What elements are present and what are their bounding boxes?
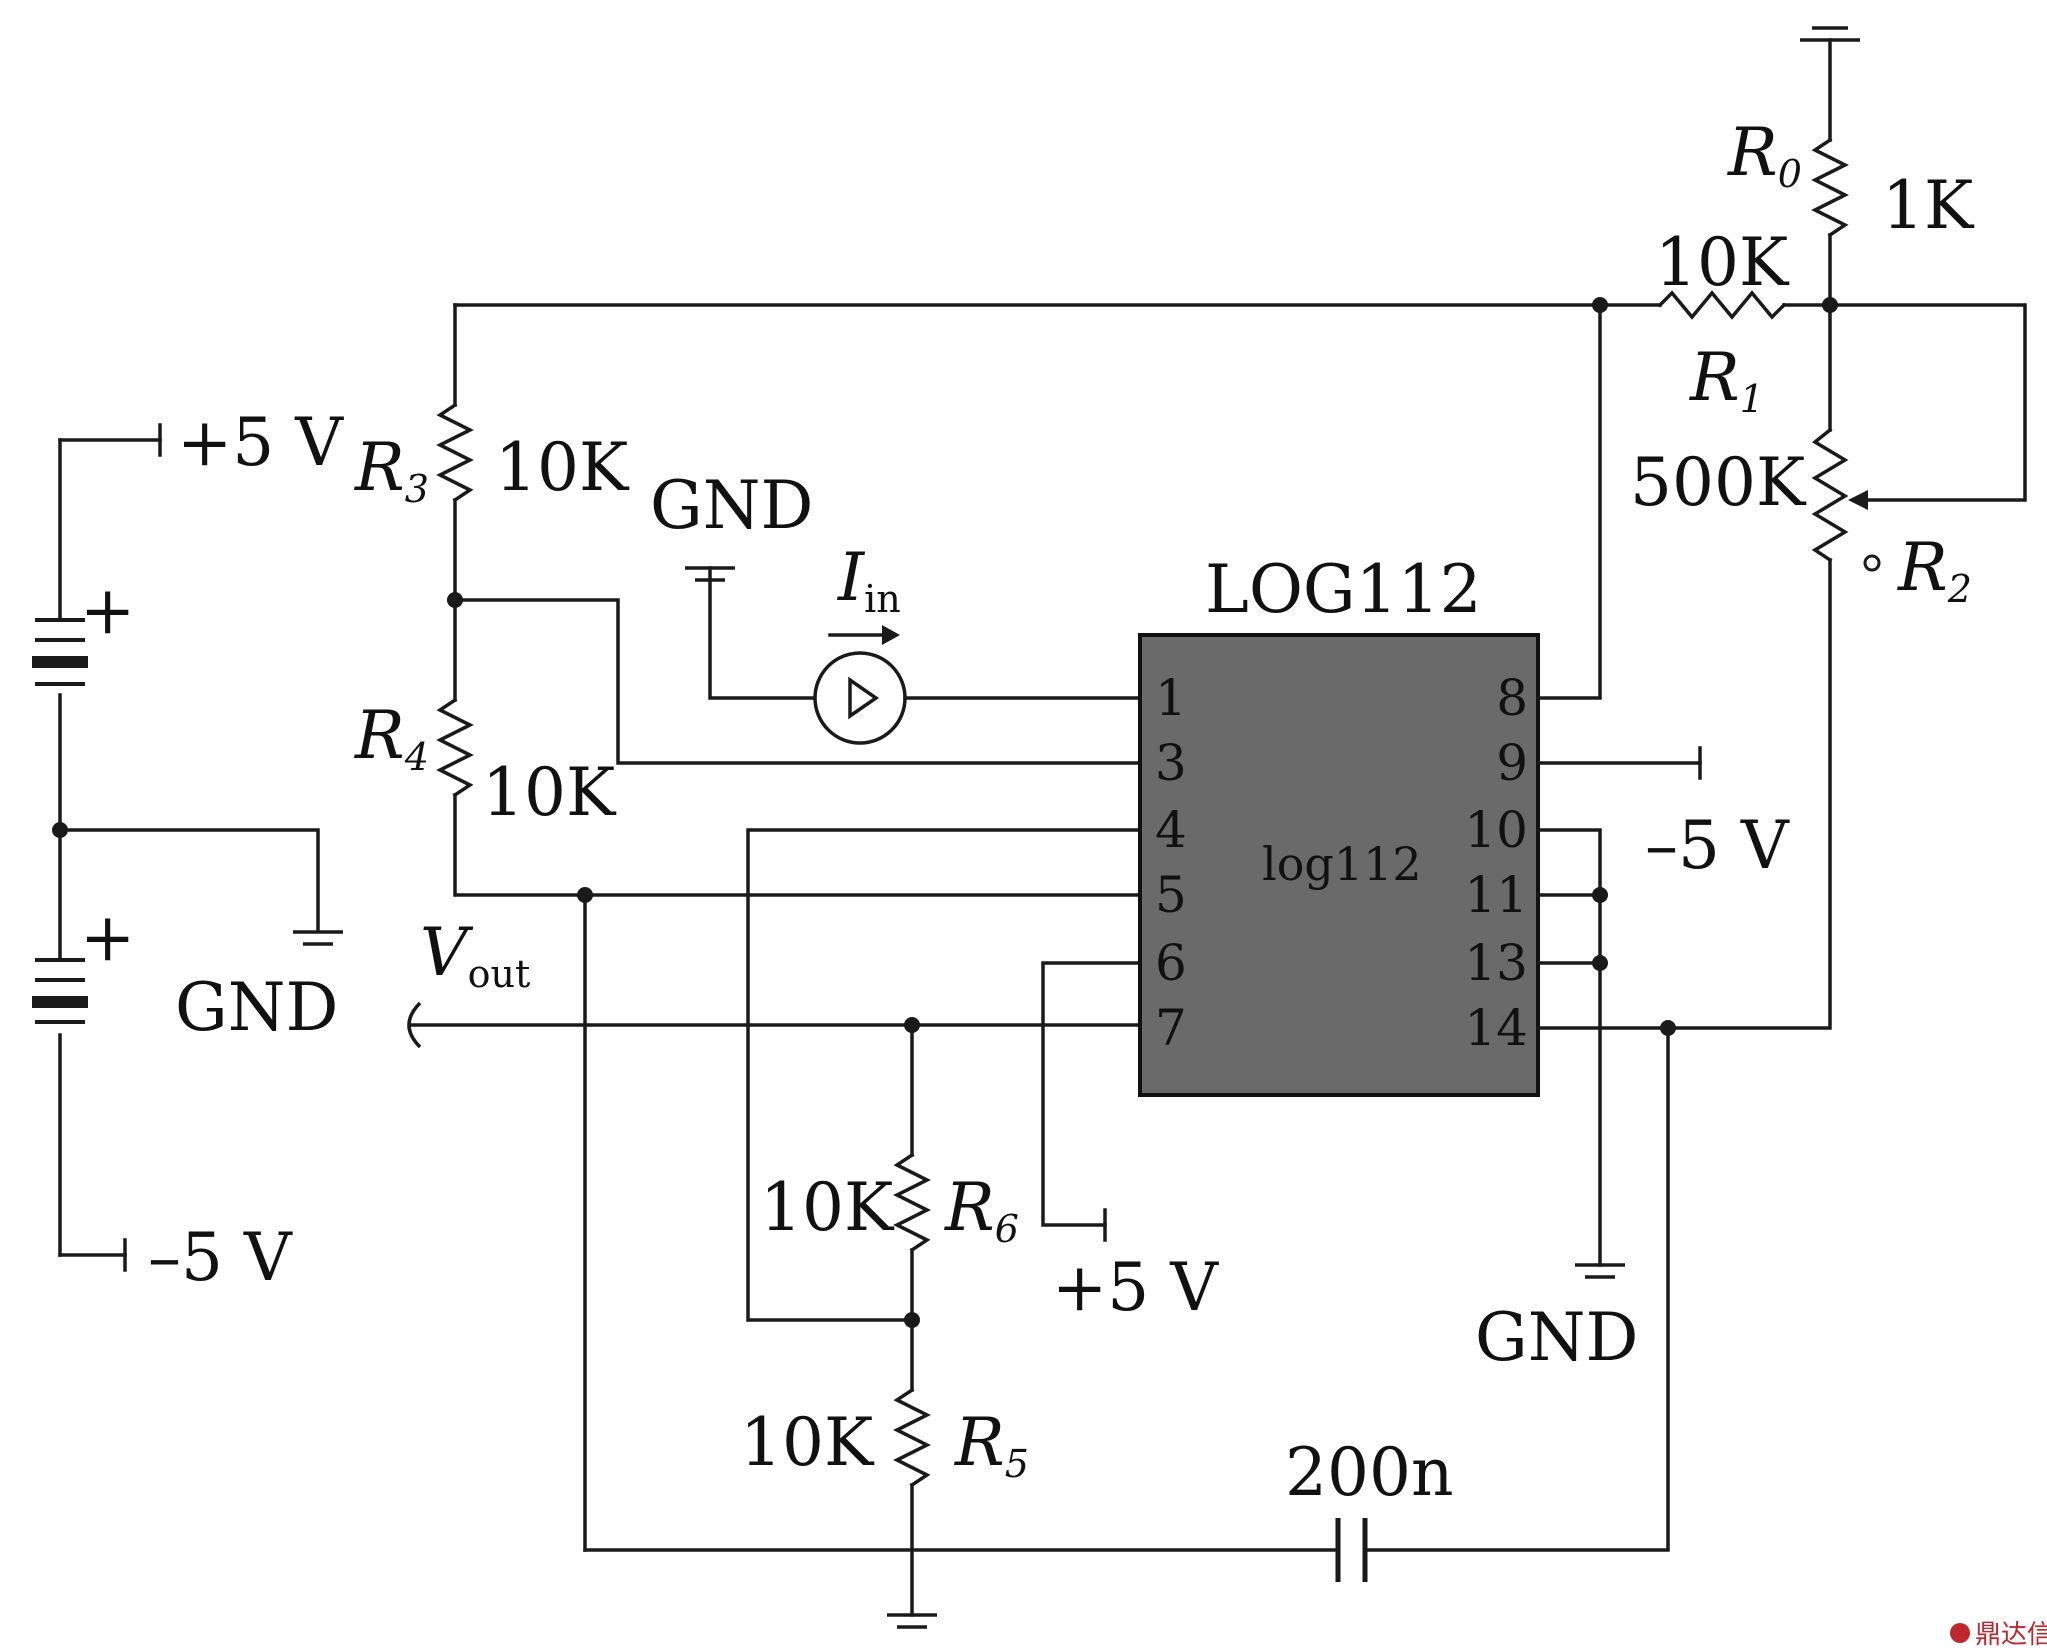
current-source <box>685 566 1142 745</box>
r1-value: 10K <box>1655 224 1790 301</box>
pin-10: 10 <box>1464 801 1528 859</box>
minus5v-right-label: –5 V <box>1645 807 1790 884</box>
r2-value: 500K <box>1630 444 1807 521</box>
gnd-right-label: GND <box>1475 1299 1638 1376</box>
r2-potentiometer <box>1811 427 1849 563</box>
plus-sign-bottom: + <box>80 899 135 976</box>
r4-value: 10K <box>482 754 617 831</box>
pin-6: 6 <box>1155 934 1187 992</box>
plus-sign-top: + <box>80 572 135 649</box>
gnd-left-label: GND <box>175 969 338 1046</box>
iin-label: Iin <box>837 539 901 621</box>
r3-resistor <box>436 402 474 503</box>
r3-label: R3 <box>354 429 429 511</box>
r6-value: 10K <box>760 1169 895 1246</box>
watermark-text: 鼎达信 <box>1975 1620 2047 1650</box>
battery-supply <box>32 423 343 1272</box>
r5-label: R5 <box>954 1404 1029 1486</box>
pin-4: 4 <box>1155 801 1187 859</box>
log112-ic <box>1138 633 1540 1097</box>
pin-8: 8 <box>1496 669 1528 727</box>
r4-label: R4 <box>354 697 429 779</box>
r4-resistor <box>436 697 474 798</box>
pin-9: 9 <box>1496 734 1528 792</box>
vout-label: Vout <box>420 914 530 996</box>
watermark-logo: 鼎达信 <box>1950 1620 2047 1650</box>
capacitor-200n <box>583 1026 1670 1582</box>
r0-label: R0 <box>1727 114 1802 196</box>
pin-1: 1 <box>1155 669 1187 727</box>
r0-resistor <box>1811 137 1849 238</box>
pin-7: 7 <box>1155 999 1187 1057</box>
r5-resistor <box>893 1387 931 1488</box>
cap-value: 200n <box>1285 1434 1453 1511</box>
plus5v-bottom-label: +5 V <box>1052 1249 1219 1326</box>
minus5v-left-label: –5 V <box>148 1219 293 1296</box>
plus5v-left-label: +5 V <box>177 404 344 481</box>
r1-label: R1 <box>1689 339 1764 421</box>
r0-value: 1K <box>1882 167 1975 244</box>
pin-11: 11 <box>1464 866 1528 924</box>
r6-resistor <box>893 1152 931 1253</box>
r5-value: 10K <box>740 1404 875 1481</box>
r5-r6-network <box>407 828 1142 1629</box>
r6-label: R6 <box>944 1169 1019 1251</box>
pin-14: 14 <box>1464 999 1528 1057</box>
pin-13: 13 <box>1464 934 1528 992</box>
gnd-top-label: GND <box>650 467 813 544</box>
pin-5: 5 <box>1155 866 1187 924</box>
r3-value: 10K <box>495 429 630 506</box>
r3-r4-divider <box>436 303 1602 1552</box>
pin-3: 3 <box>1155 734 1187 792</box>
right-wiring <box>1536 26 2027 1279</box>
r1-resistor <box>1657 290 1787 320</box>
r2-label: R2 <box>1897 529 1972 611</box>
ic-title: LOG112 <box>1205 551 1482 628</box>
ic-inner-label: log112 <box>1262 837 1422 891</box>
